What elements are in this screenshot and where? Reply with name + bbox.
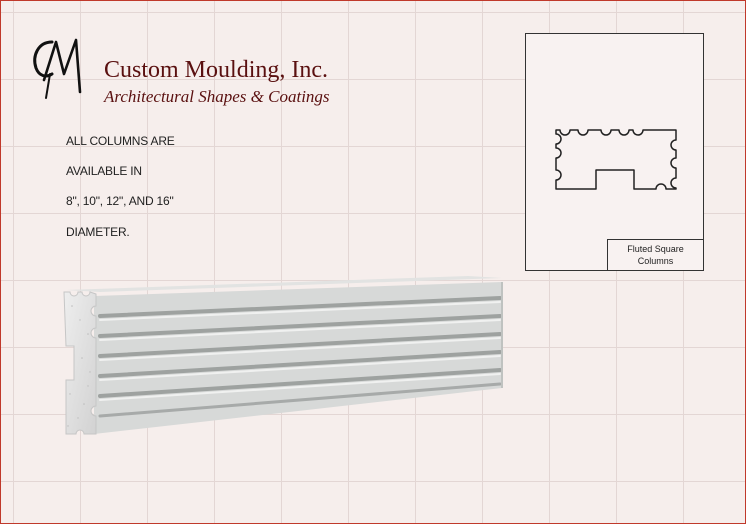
info-line-2: AVAILABLE IN [66, 164, 142, 178]
column-rendering [63, 276, 503, 435]
profile-drawing-box: Fluted Square Columns [525, 33, 704, 271]
profile-caption: Fluted Square Columns [607, 239, 704, 271]
fluted-column-profile [555, 129, 677, 190]
company-logo [33, 38, 82, 99]
company-tagline: Architectural Shapes & Coatings [104, 87, 330, 106]
info-line-4: DIAMETER. [66, 225, 130, 239]
profile-caption-line-1: Fluted Square [627, 244, 684, 254]
profile-caption-line-2: Columns [637, 256, 674, 266]
company-name: Custom Moulding, Inc. [104, 57, 329, 83]
info-line-1: ALL COLUMNS ARE [66, 134, 175, 148]
info-line-3: 8", 10", 12", AND 16" [66, 194, 174, 208]
